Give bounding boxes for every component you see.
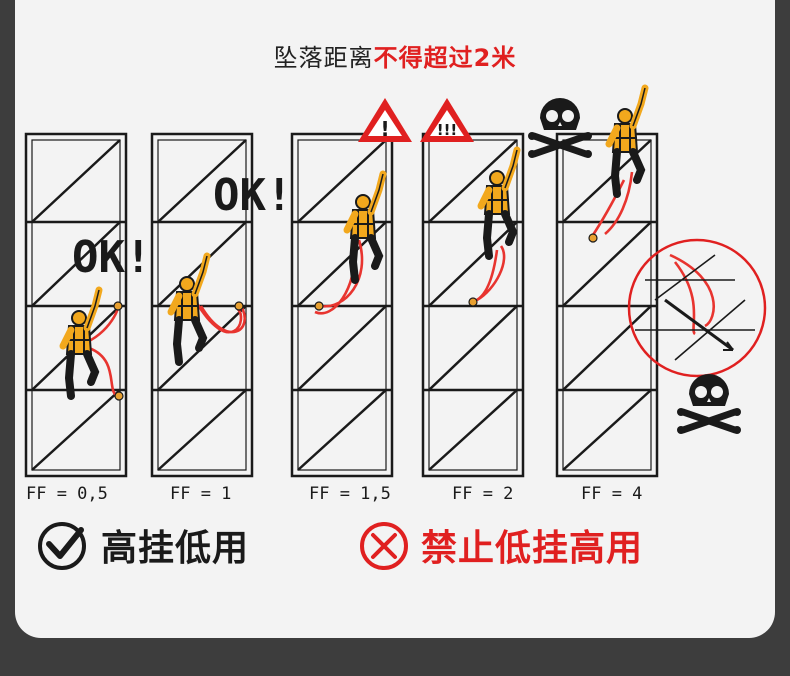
legend-correct: 高挂低用 [91,520,249,570]
fall-factor-label: FF = 0,5 [26,484,108,504]
fall-factor-label: FF = 1 [170,484,232,504]
warning-triangle-icon: ! [358,98,412,142]
legend-incorrect: 禁止低挂高用 [411,520,643,570]
skull-crossbones-icon [677,374,741,434]
worker-figure [609,88,645,194]
cross-circle-icon [360,522,408,570]
carabiners [113,233,598,401]
fall-factor-label: FF = 4 [581,484,643,504]
warning-triangle-icon: !!! [420,98,474,142]
ok-mark: OK! [213,170,292,221]
fall-factor-diagram: OK! OK! ! !!! [24,0,767,570]
fall-factor-label: FF = 1,5 [309,484,391,504]
fall-factor-label: FF = 2 [452,484,514,504]
title-highlight: 不得超过2米 [373,44,517,72]
legend-bad-text: 禁止低挂高用 [421,528,644,569]
warning-mark: !!! [437,121,458,139]
warning-mark: ! [380,117,389,141]
scaffold-towers [24,132,659,478]
check-circle-icon [38,522,86,570]
safety-card: 坠落距离不得超过2米 [15,0,775,638]
title-normal: 坠落距离 [273,44,374,72]
zoom-inset [627,238,767,378]
page-title: 坠落距离不得超过2米 [15,38,775,73]
lanyards [86,171,715,398]
scaffold-tower [290,132,394,478]
legend-good-text: 高挂低用 [101,528,250,569]
scaffold-tower [555,132,659,478]
worker-figure [347,174,383,280]
skull-crossbones-icon [528,98,592,158]
scaffold-tower [24,132,128,478]
ok-mark: OK! [72,232,151,283]
